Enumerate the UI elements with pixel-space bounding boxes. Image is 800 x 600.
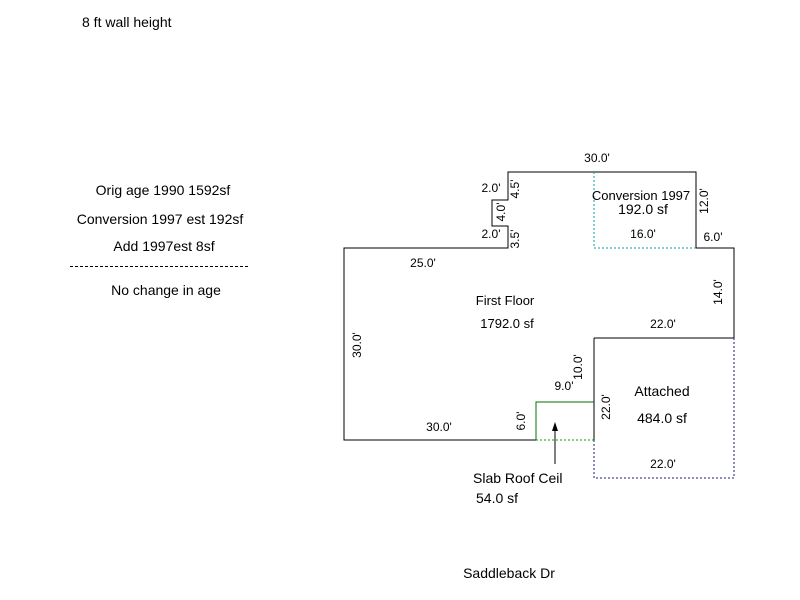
note-no-change: No change in age <box>111 282 221 298</box>
dim-slab-top: 9.0' <box>554 379 574 393</box>
dim-garage-left: 22.0' <box>599 394 613 420</box>
dim-notch-vertical: 4.0' <box>494 202 508 222</box>
room-conversion-name: Conversion 1997 <box>591 188 691 203</box>
dim-left-top: 25.0' <box>410 256 436 270</box>
dim-bottom: 30.0' <box>426 420 452 434</box>
dim-notch-bottom: 2.0' <box>481 227 501 241</box>
note-add: Add 1997est 8sf <box>113 238 215 254</box>
dim-garage-top: 22.0' <box>650 317 676 331</box>
dim-top: 30.0' <box>584 151 610 165</box>
dim-inner-vertical: 10.0' <box>571 354 585 380</box>
garage-boundary <box>593 338 735 479</box>
note-conversion: Conversion 1997 est 192sf <box>76 211 244 227</box>
note-orig-age: Orig age 1990 1592sf <box>95 182 231 198</box>
dim-left-vertical: 30.0' <box>350 332 364 358</box>
room-first-floor-area: 1792.0 sf <box>480 316 534 331</box>
notes-divider <box>70 266 248 267</box>
room-first-floor-name: First Floor <box>475 293 535 308</box>
room-slab-name: Slab Roof Ceil <box>473 470 563 486</box>
dim-conversion-right: 12.0' <box>697 188 711 214</box>
slab-outline <box>535 401 594 440</box>
dim-slab-vertical: 6.0' <box>514 411 528 431</box>
room-attached-area: 484.0 sf <box>637 410 687 426</box>
room-slab-area: 54.0 sf <box>476 490 519 506</box>
house-outline <box>343 171 735 441</box>
dim-right-step: 6.0' <box>703 230 723 244</box>
slab-arrow-head <box>552 422 558 431</box>
conversion-boundary <box>593 172 696 249</box>
dim-upper-left-top: 2.0' <box>481 181 501 195</box>
street-label: Saddleback Dr <box>463 565 555 581</box>
dim-garage-bottom: 22.0' <box>650 457 676 471</box>
room-attached-name: Attached <box>634 383 690 399</box>
dim-lower-left-vertical: 3.5' <box>508 229 522 249</box>
wall-height-note: 8 ft wall height <box>82 14 172 30</box>
room-conversion-area: 192.0 sf <box>618 201 668 217</box>
dim-conversion-bottom: 16.0' <box>630 227 656 241</box>
dim-right-vertical: 14.0' <box>711 279 725 305</box>
dim-upper-left-vertical: 4.5' <box>508 179 522 199</box>
